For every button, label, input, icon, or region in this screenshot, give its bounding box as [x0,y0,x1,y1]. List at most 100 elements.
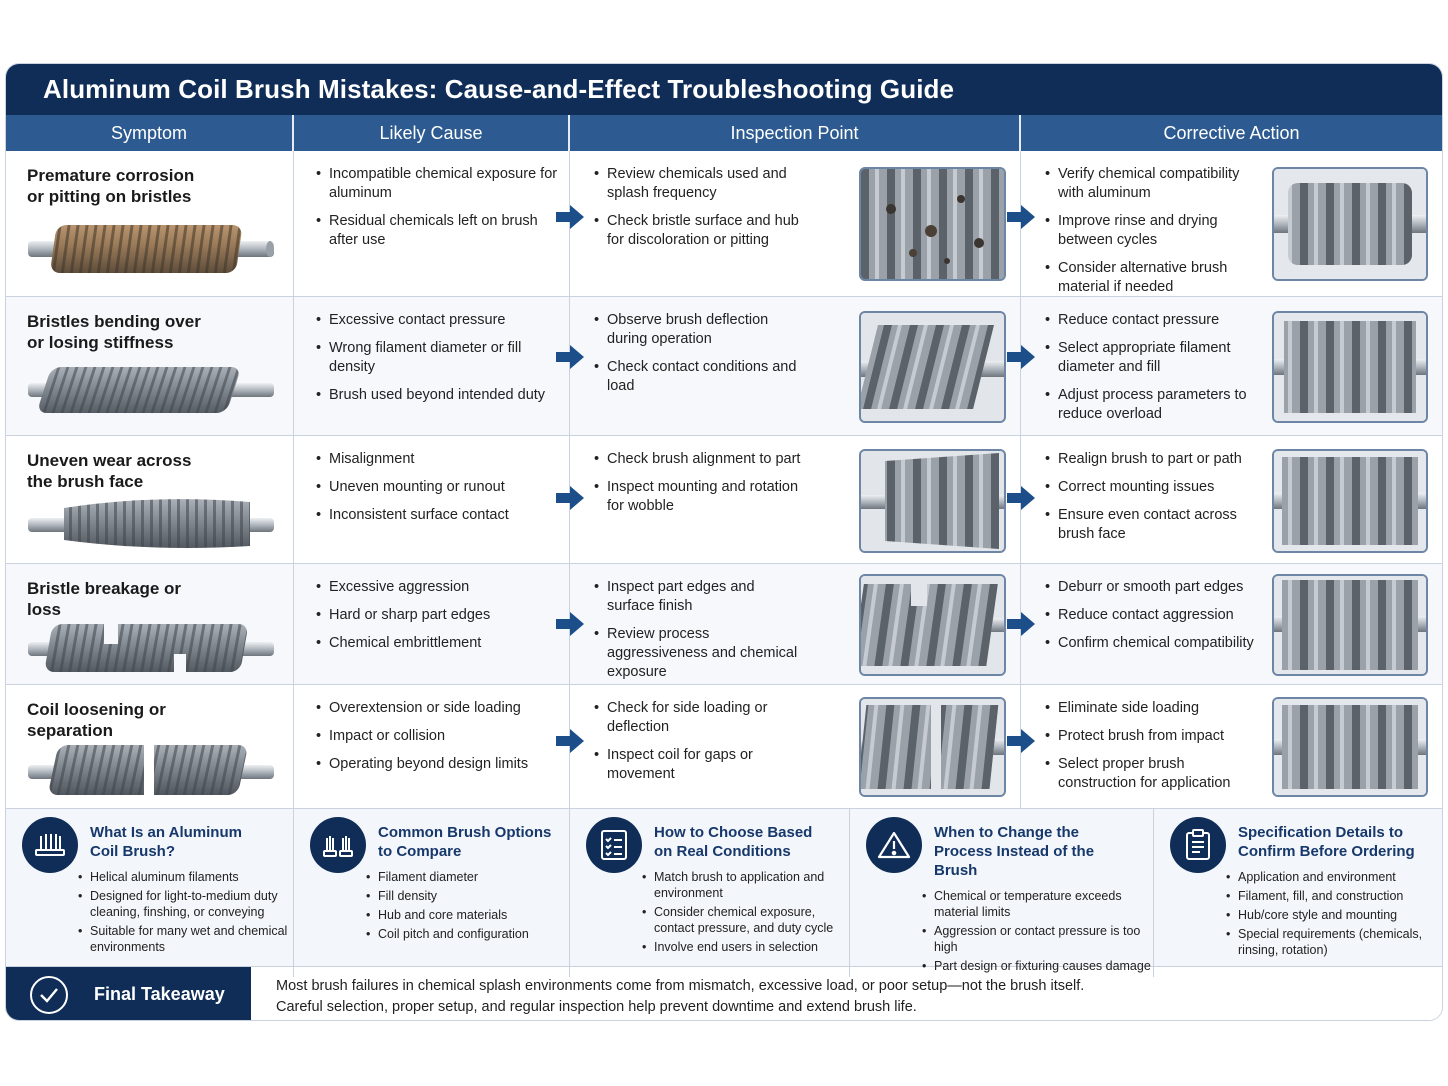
symptom-cell: Bristle breakage or loss [6,564,294,691]
inspection-cell: Review chemicals used and splash frequen… [556,151,1021,306]
list-item: Observe brush deflection during operatio… [594,311,804,349]
page-title: Aluminum Coil Brush Mistakes: Cause-and-… [43,74,955,104]
corrective-photo [1272,574,1428,676]
arrow-right-icon [1007,729,1035,753]
arrow-right-icon [1007,612,1035,636]
list-item: Fill density [366,888,569,904]
bent-brush-image [28,367,274,413]
inspection-photo [859,167,1006,281]
corrective-photo [1272,167,1428,281]
list-item: Consider chemical exposure, contact pres… [642,904,849,936]
cause-cell: Excessive aggression Hard or sharp part … [294,564,570,691]
list-item: Coil pitch and configuration [366,926,569,942]
list-item: Check for side loading or deflection [594,699,804,737]
list-item: Reduce contact pressure [1045,311,1255,330]
list-item: Misalignment [316,450,559,469]
list-item: Excessive contact pressure [316,311,559,330]
cause-cell: Misalignment Uneven mounting or runout I… [294,436,570,563]
column-header-inspection: Inspection Point [570,115,1021,151]
checklist-icon [586,817,642,873]
list-item: Wrong filament diameter or fill density [316,339,559,377]
table-row: Bristle breakage or loss Excessive aggre… [6,564,1442,691]
symptom-cell: Coil loosening or separation [6,685,294,808]
list-item: Review process aggressiveness and chemic… [594,625,804,682]
list-item: Consider alternative brush material if n… [1045,259,1255,297]
inspection-photo [859,311,1006,423]
list-item: Inspect coil for gaps or movement [594,746,804,784]
symptom-cell: Bristles bending over or losing stiffnes… [6,297,294,435]
clipboard-icon [1170,817,1226,873]
list-item: Reduce contact aggression [1045,606,1255,625]
arrow-right-icon [556,345,584,369]
list-item: Realign brush to part or path [1045,450,1255,469]
takeaway-line: Careful selection, proper setup, and reg… [276,999,917,1015]
corrective-photo [1272,449,1428,553]
list-item: Special requirements (chemicals, rinsing… [1226,926,1442,958]
symptom-cell: Premature corrosion or pitting on bristl… [6,151,294,306]
brush-icon [22,817,78,873]
info-panel-change-process: When to Change the Process Instead of th… [850,809,1154,977]
info-title: Specification Details to Confirm Before … [1238,824,1415,860]
symptom-title: Bristle breakage or loss [27,579,182,619]
list-item: Inspect mounting and rotation for wobble [594,478,804,516]
list-item: Hard or sharp part edges [316,606,559,625]
action-cell: Eliminate side loading Protect brush fro… [1007,685,1442,808]
list-item: Chemical or temperature exceeds material… [922,888,1153,920]
action-cell: Reduce contact pressure Select appropria… [1007,297,1442,435]
corrective-photo [1272,697,1428,797]
symptom-title: Bristles bending over or losing stiffnes… [27,312,201,352]
loose-coil-brush-image [28,745,274,795]
table-row: Coil loosening or separation Overextensi… [6,685,1442,809]
title-bar: Aluminum Coil Brush Mistakes: Cause-and-… [6,64,1442,115]
list-item: Check brush alignment to part [594,450,804,469]
cause-cell: Incompatible chemical exposure for alumi… [294,151,570,306]
list-item: Check bristle surface and hub for discol… [594,212,804,250]
brush-options-icon [310,817,366,873]
list-item: Correct mounting issues [1045,478,1255,497]
list-item: Residual chemicals left on brush after u… [316,212,559,250]
list-item: Protect brush from impact [1045,727,1255,746]
symptom-title: Uneven wear across the brush face [27,451,192,491]
takeaway-line: Most brush failures in chemical splash e… [276,978,1085,994]
inspection-cell: Observe brush deflection during operatio… [556,297,1021,435]
column-header-action: Corrective Action [1163,122,1300,143]
list-item: Involve end users in selection [642,939,849,955]
info-panel-options: Common Brush Options to Compare Filament… [294,809,570,977]
list-item: Inconsistent surface contact [316,506,559,525]
action-cell: Deburr or smooth part edges Reduce conta… [1007,564,1442,691]
list-item: Helical aluminum filaments [78,869,293,885]
list-item: Hub and core materials [366,907,569,923]
list-item: Operating beyond design limits [316,755,559,774]
info-title: Common Brush Options to Compare [378,824,552,860]
inspection-photo [859,449,1006,553]
takeaway-label-block: Final Takeaway [6,967,251,1020]
symptom-title: Premature corrosion or pitting on bristl… [27,166,195,206]
list-item: Brush used beyond intended duty [316,386,559,405]
table-row: Uneven wear across the brush face Misali… [6,436,1442,564]
list-item: Select proper brush construction for app… [1045,755,1255,793]
list-item: Overextension or side loading [316,699,559,718]
info-panels: What Is an Aluminum Coil Brush? Helical … [6,809,1442,977]
list-item: Aggression or contact pressure is too hi… [922,923,1153,955]
list-item: Designed for light-to-medium duty cleani… [78,888,293,920]
list-item: Ensure even contact across brush face [1045,506,1255,544]
list-item: Verify chemical compatibility with alumi… [1045,165,1255,203]
list-item: Filament diameter [366,869,569,885]
list-item: Uneven mounting or runout [316,478,559,497]
info-panel-what-is: What Is an Aluminum Coil Brush? Helical … [6,809,294,977]
list-item: Inspect part edges and surface finish [594,578,804,616]
arrow-right-icon [556,729,584,753]
info-title: How to Choose Based on Real Conditions [654,824,813,860]
warning-icon [866,817,922,873]
inspection-photo [859,574,1006,676]
info-panel-specification: Specification Details to Confirm Before … [1154,809,1442,977]
arrow-right-icon [556,612,584,636]
list-item: Hub/core style and mounting [1226,907,1442,923]
troubleshooting-guide: Aluminum Coil Brush Mistakes: Cause-and-… [5,63,1443,1021]
list-item: Check contact conditions and load [594,358,804,396]
corroded-brush-image [28,225,274,273]
list-item: Impact or collision [316,727,559,746]
column-headers: Symptom Likely Cause Inspection Point Co… [6,115,1442,151]
cause-cell: Overextension or side loading Impact or … [294,685,570,808]
final-takeaway: Final Takeaway Most brush failures in ch… [6,967,1442,1020]
